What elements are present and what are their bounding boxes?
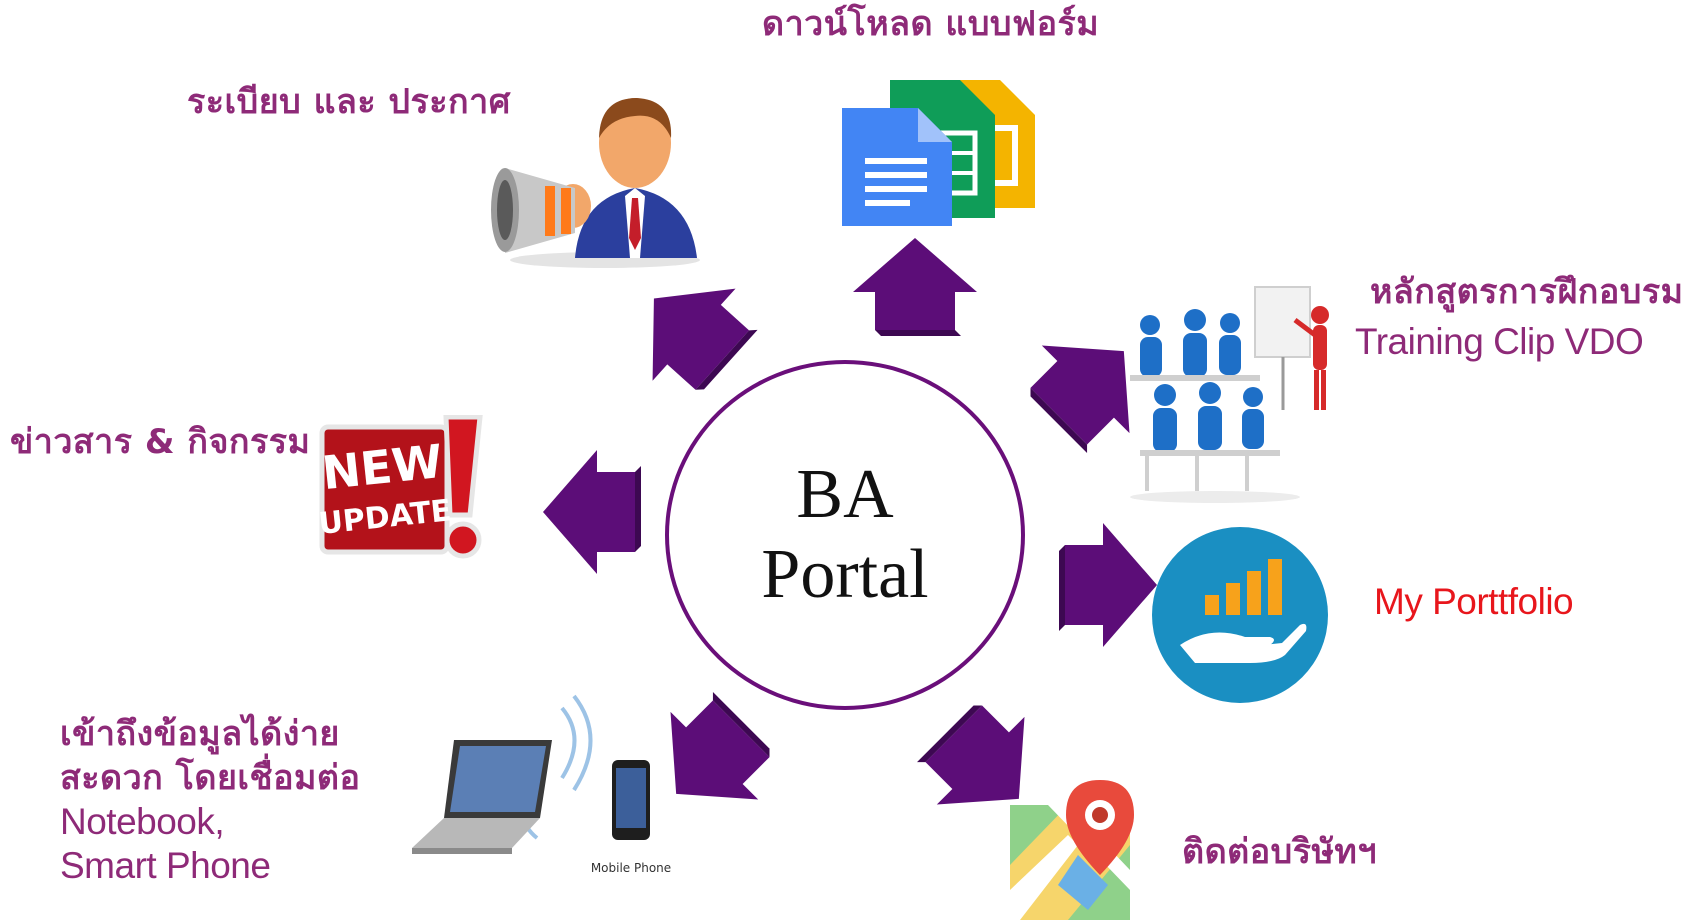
center-title: BA Portal: [665, 455, 1025, 615]
center-circle: [665, 360, 1025, 710]
new-update-line1: NEW: [319, 434, 445, 500]
map-pin-icon[interactable]: [1008, 775, 1138, 920]
training-classroom-icon[interactable]: [1125, 285, 1335, 505]
arrow-up-left: [612, 252, 769, 411]
arrow-left: [543, 450, 641, 574]
label-news[interactable]: ข่าวสาร & กิจกรรม: [10, 422, 311, 462]
new-update-icon[interactable]: NEW UPDATE: [318, 415, 490, 560]
arrow-right: [1059, 523, 1157, 647]
notebook-phone-icon[interactable]: Mobile Phone: [412, 688, 682, 878]
google-docs-icon[interactable]: [840, 78, 1040, 228]
label-rules[interactable]: ระเบียบ และ ประกาศ: [187, 82, 511, 122]
label-access-line3: Notebook,: [60, 801, 225, 842]
portfolio-icon[interactable]: [1150, 525, 1330, 705]
label-access-line2: สะดวก โดยเชื่อมต่อ: [60, 758, 361, 798]
megaphone-man-icon[interactable]: [485, 88, 715, 268]
label-access-line4: Smart Phone: [60, 845, 271, 886]
label-download[interactable]: ดาวน์โหลด แบบฟอร์ม: [762, 4, 1100, 44]
center-title-line2: Portal: [761, 536, 929, 613]
label-contact[interactable]: ติดต่อบริษัทฯ: [1182, 832, 1377, 872]
mobile-phone-caption: Mobile Phone: [591, 861, 671, 875]
label-training-en[interactable]: Training Clip VDO: [1355, 321, 1644, 362]
label-portfolio[interactable]: My Porttfolio: [1374, 581, 1574, 622]
label-training-th[interactable]: หลักสูตรการฝึกอบรม: [1370, 272, 1684, 312]
arrow-up: [853, 238, 977, 336]
label-access-line1: เข้าถึงข้อมูลได้ง่าย: [60, 714, 340, 754]
center-title-line1: BA: [796, 456, 894, 533]
label-access: เข้าถึงข้อมูลได้ง่าย สะดวก โดยเชื่อมต่อ …: [60, 712, 360, 888]
